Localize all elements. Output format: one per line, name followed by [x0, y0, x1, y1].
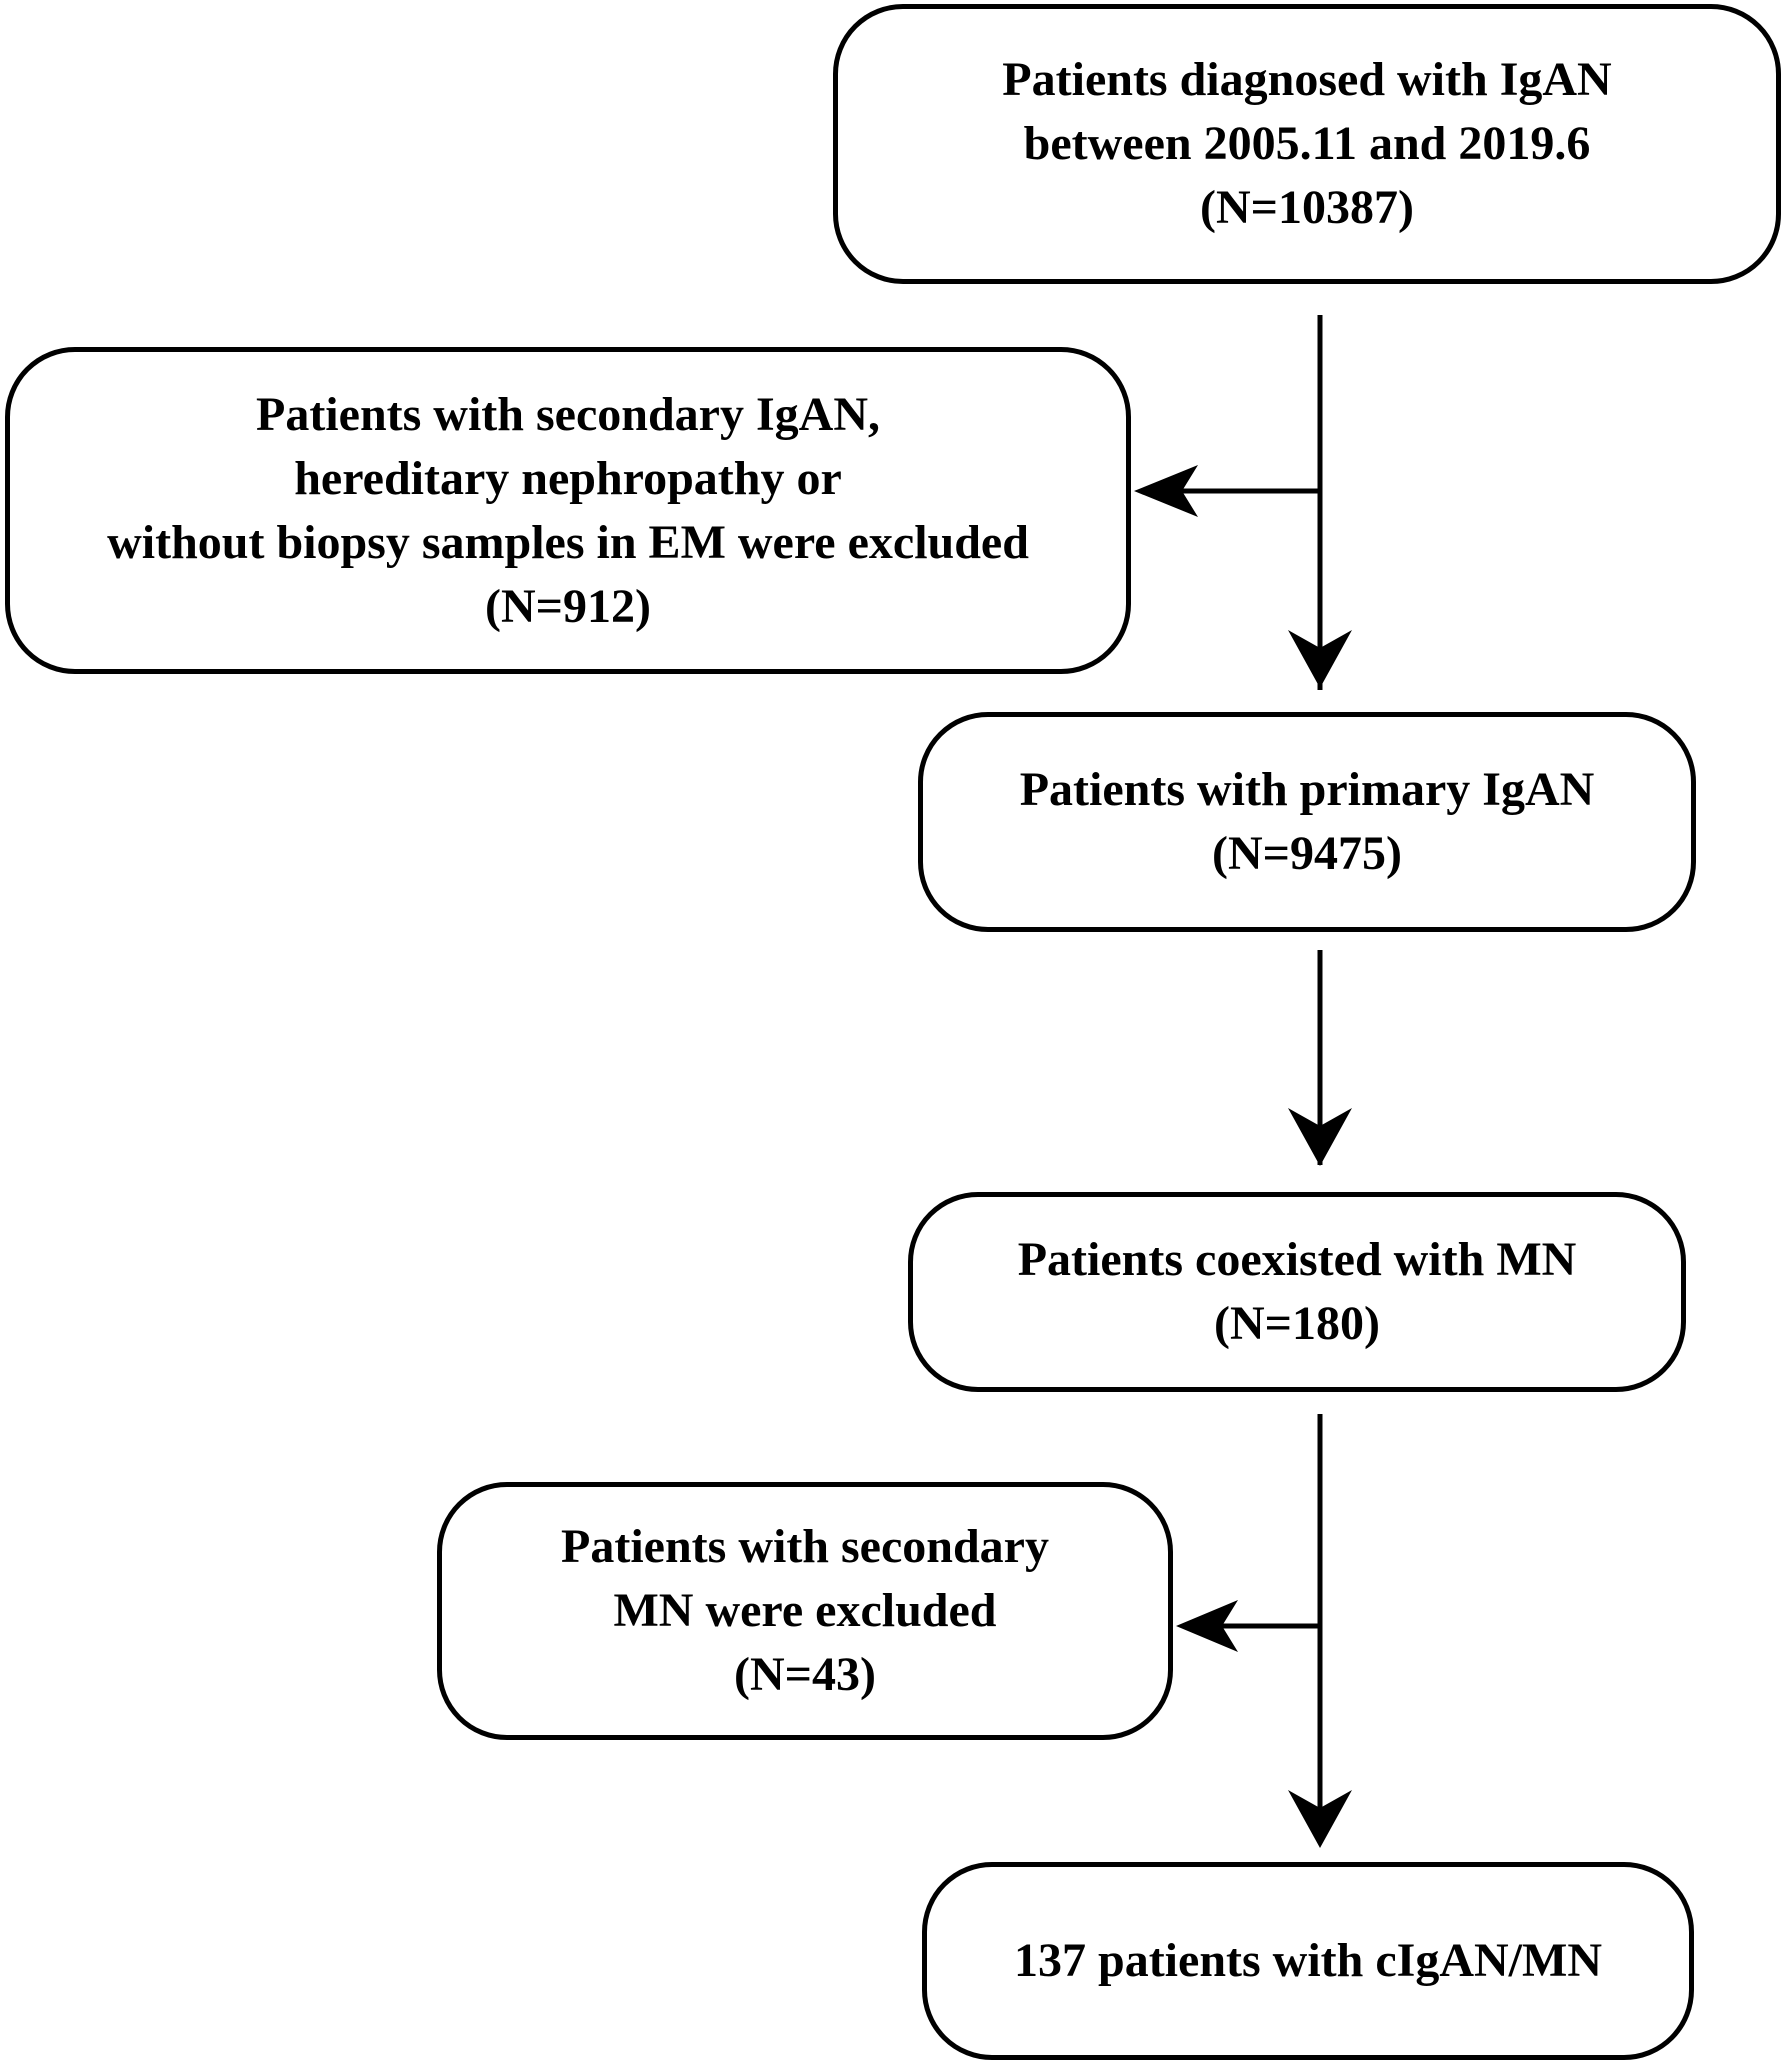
box-diagnosed-igan-line-2: between 2005.11 and 2019.6: [1023, 117, 1591, 170]
box-excluded-secondary-igan: Patients with secondary IgAN, hereditary…: [5, 347, 1131, 674]
box-primary-igan-line-1: Patients with primary IgAN: [1019, 763, 1595, 816]
box-cigan-mn-line-1: 137 patients with cIgAN/MN: [1014, 1934, 1602, 1987]
arrowhead-excluded-43: [1176, 1600, 1238, 1652]
box-primary-igan: Patients with primary IgAN (N=9475): [918, 712, 1696, 932]
box-excluded-secondary-igan-line-2: hereditary nephropathy or: [294, 451, 842, 505]
box-excluded-secondary-igan-line-3: without biopsy samples in EM were exclud…: [107, 515, 1029, 569]
box-excluded-secondary-mn-line-1: Patients with secondary: [561, 1520, 1049, 1573]
box-coexisted-mn-line-1: Patients coexisted with MN: [1017, 1233, 1577, 1286]
box-excluded-secondary-mn-count: (N=43): [734, 1648, 876, 1701]
arrowhead-primary-igan: [1288, 630, 1352, 688]
box-diagnosed-igan-count: (N=10387): [1200, 181, 1414, 234]
arrowhead-cigan-mn: [1288, 1790, 1352, 1848]
box-coexisted-mn: Patients coexisted with MN (N=180): [908, 1192, 1686, 1392]
box-excluded-secondary-mn: Patients with secondary MN were excluded…: [437, 1482, 1173, 1740]
box-coexisted-mn-count: (N=180): [1214, 1297, 1380, 1350]
arrowhead-excluded-912: [1134, 465, 1198, 517]
box-primary-igan-count: (N=9475): [1212, 827, 1402, 880]
box-excluded-secondary-igan-count: (N=912): [485, 579, 651, 633]
box-excluded-secondary-mn-line-2: MN were excluded: [613, 1584, 997, 1637]
box-excluded-secondary-igan-line-1: Patients with secondary IgAN,: [256, 387, 880, 441]
box-diagnosed-igan: Patients diagnosed with IgAN between 200…: [833, 4, 1781, 284]
box-diagnosed-igan-line-1: Patients diagnosed with IgAN: [1002, 53, 1612, 106]
box-cigan-mn: 137 patients with cIgAN/MN: [922, 1862, 1694, 2060]
arrowhead-coexisted-mn: [1288, 1108, 1352, 1166]
